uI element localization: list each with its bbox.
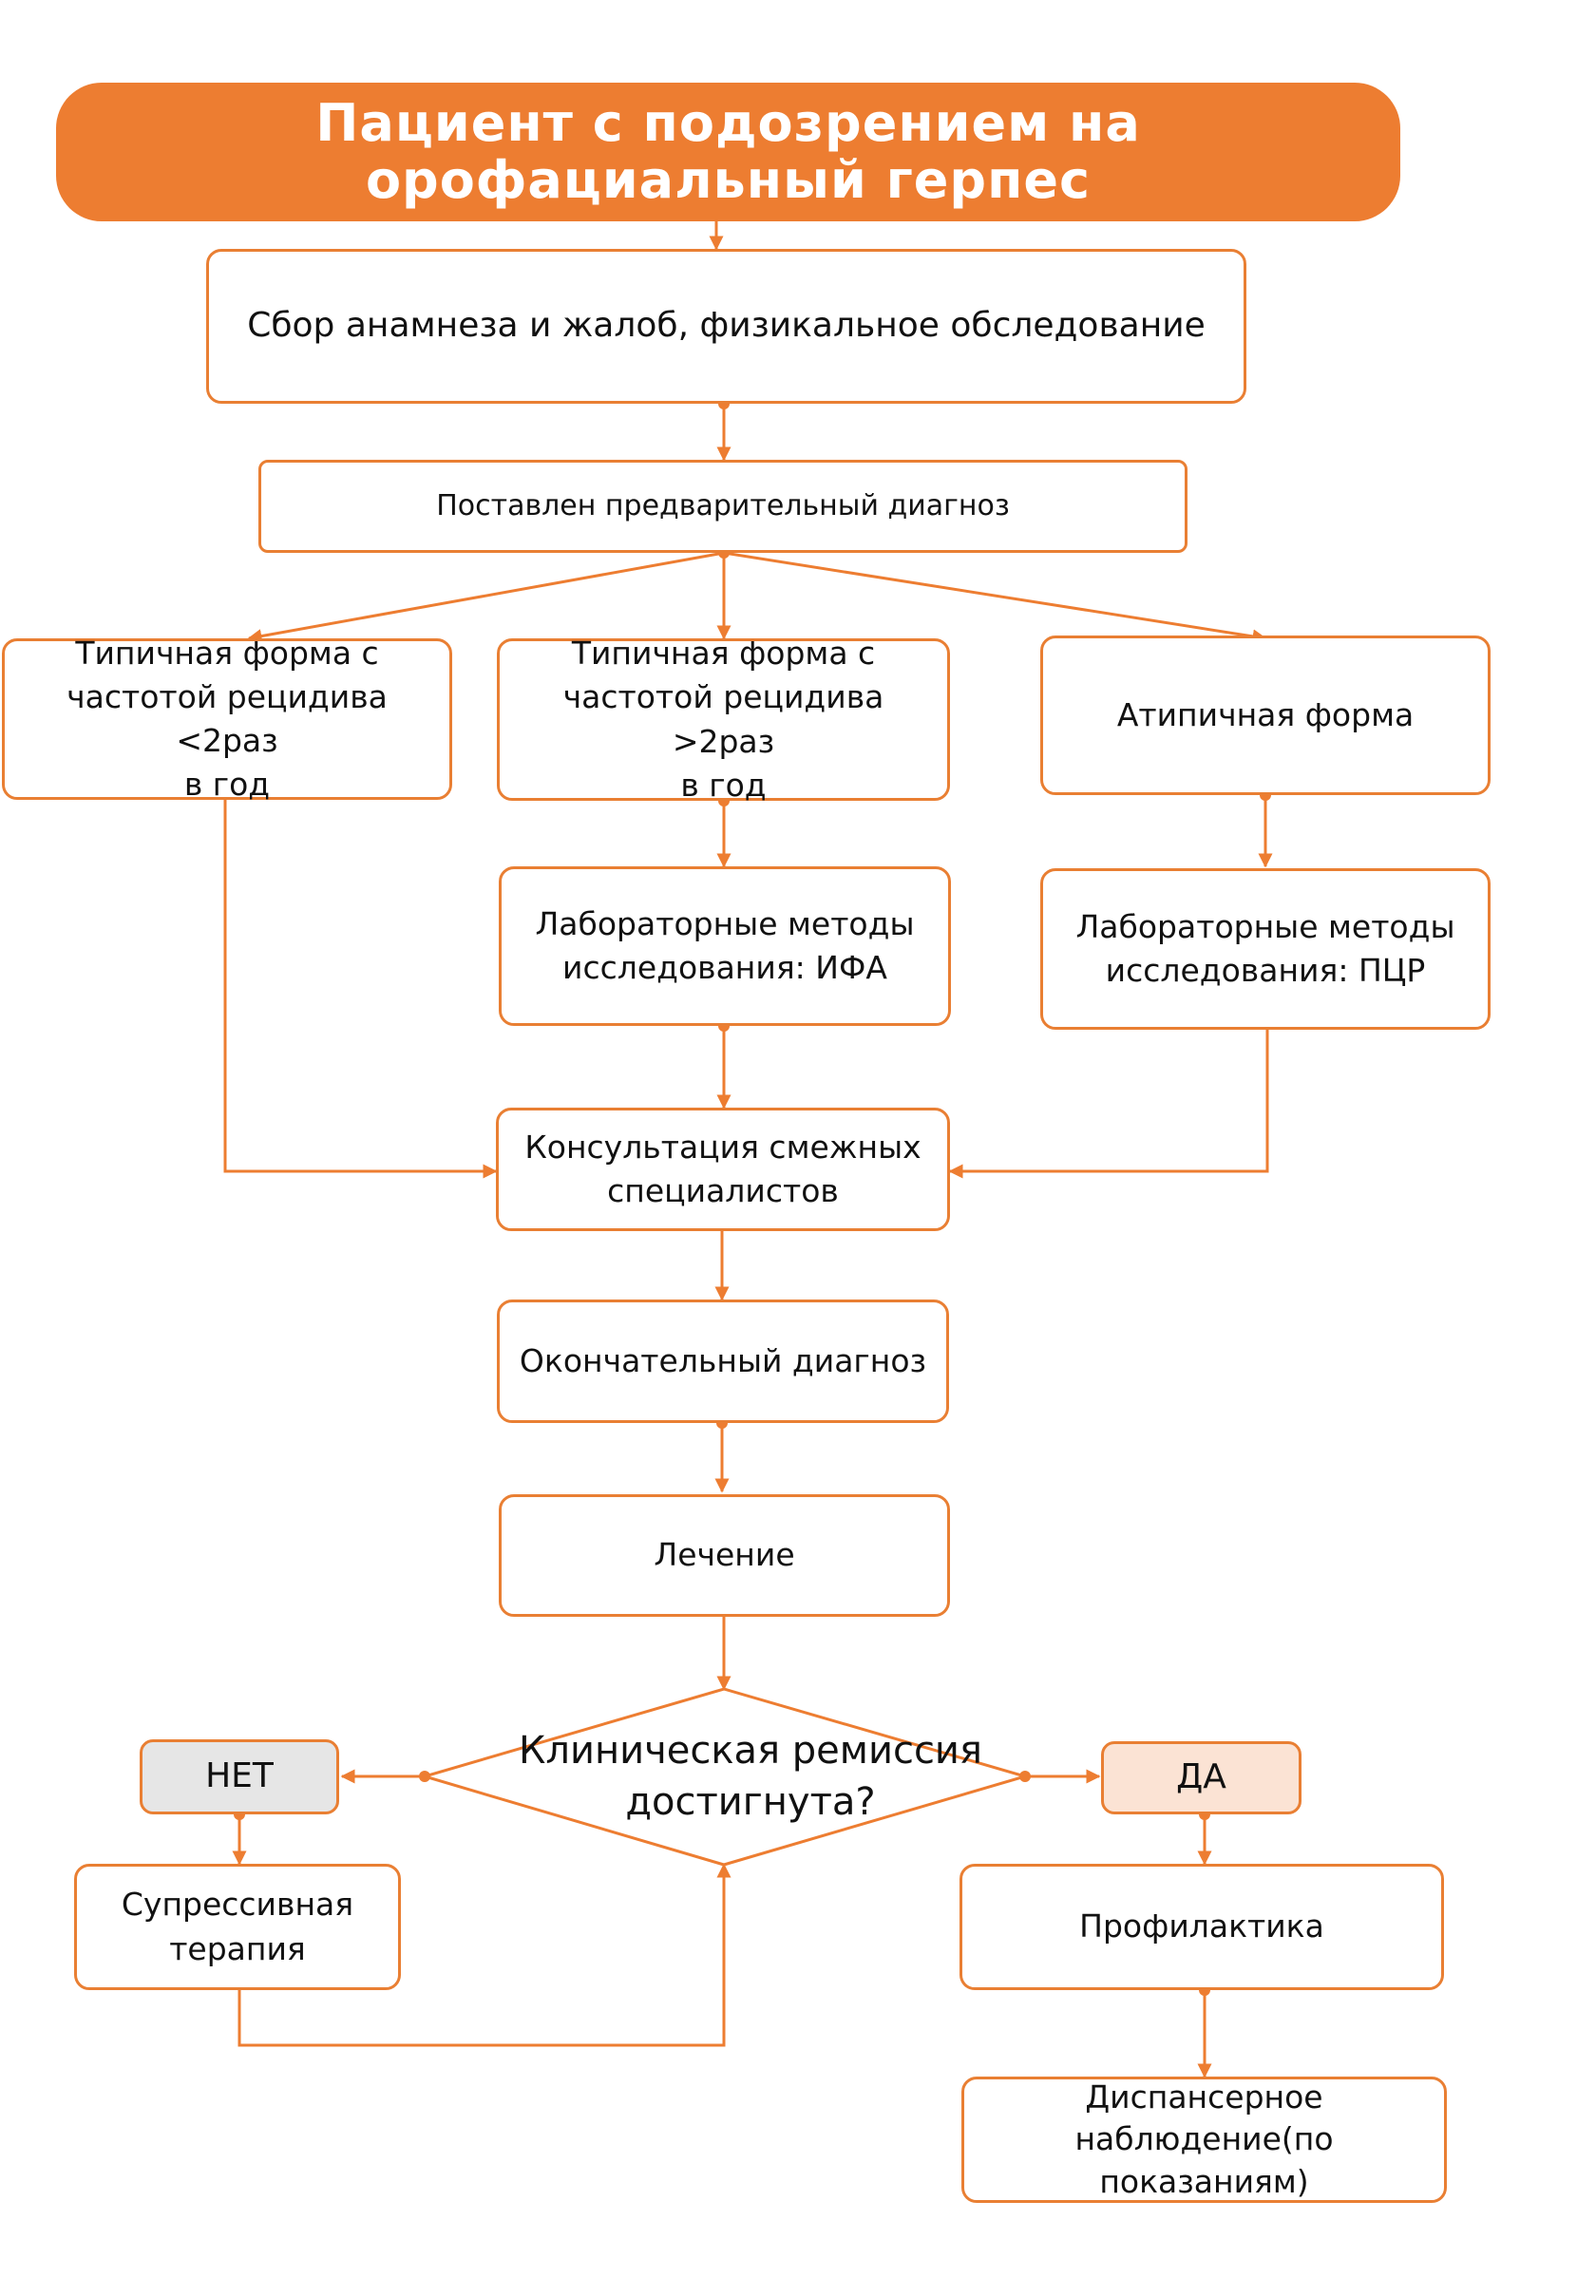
node-no: НЕТ bbox=[140, 1739, 339, 1814]
node-typical-high: Типичная форма с частотой рецидива >2раз… bbox=[497, 635, 950, 804]
node-suppressive-therapy: Супрессивная терапия bbox=[74, 1864, 401, 1990]
flowchart-title: Пациент с подозрением на орофациальный г… bbox=[56, 83, 1400, 221]
node-preliminary-diagnosis: Поставлен предварительный диагноз bbox=[258, 460, 1188, 553]
node-yes: ДА bbox=[1101, 1741, 1302, 1814]
node-atypical: Атипичная форма bbox=[1040, 636, 1491, 795]
node-lab-pcr: Лабораторные методы исследования: ПЦР bbox=[1040, 868, 1491, 1030]
node-final-diagnosis: Окончательный диагноз bbox=[497, 1300, 949, 1423]
node-consultation: Консультация смежных специалистов bbox=[496, 1108, 950, 1231]
flowchart-title-text: Пациент с подозрением на орофациальный г… bbox=[315, 92, 1141, 210]
node-dispensary-observation: Диспансерное наблюдение(по показаниям) bbox=[961, 2077, 1447, 2203]
decision-diamond bbox=[419, 1687, 1031, 1867]
decision-question: Клиническая ремиссия достигнута? bbox=[518, 1729, 982, 1824]
node-typical-low: Типичная форма с частотой рецидива <2раз… bbox=[2, 635, 452, 803]
node-treatment: Лечение bbox=[499, 1494, 950, 1617]
node-lab-ifa: Лабораторные методы исследования: ИФА bbox=[499, 866, 951, 1026]
node-prevention: Профилактика bbox=[960, 1864, 1444, 1990]
node-anamnesis: Сбор анамнеза и жалоб, физикальное обсле… bbox=[206, 249, 1246, 404]
